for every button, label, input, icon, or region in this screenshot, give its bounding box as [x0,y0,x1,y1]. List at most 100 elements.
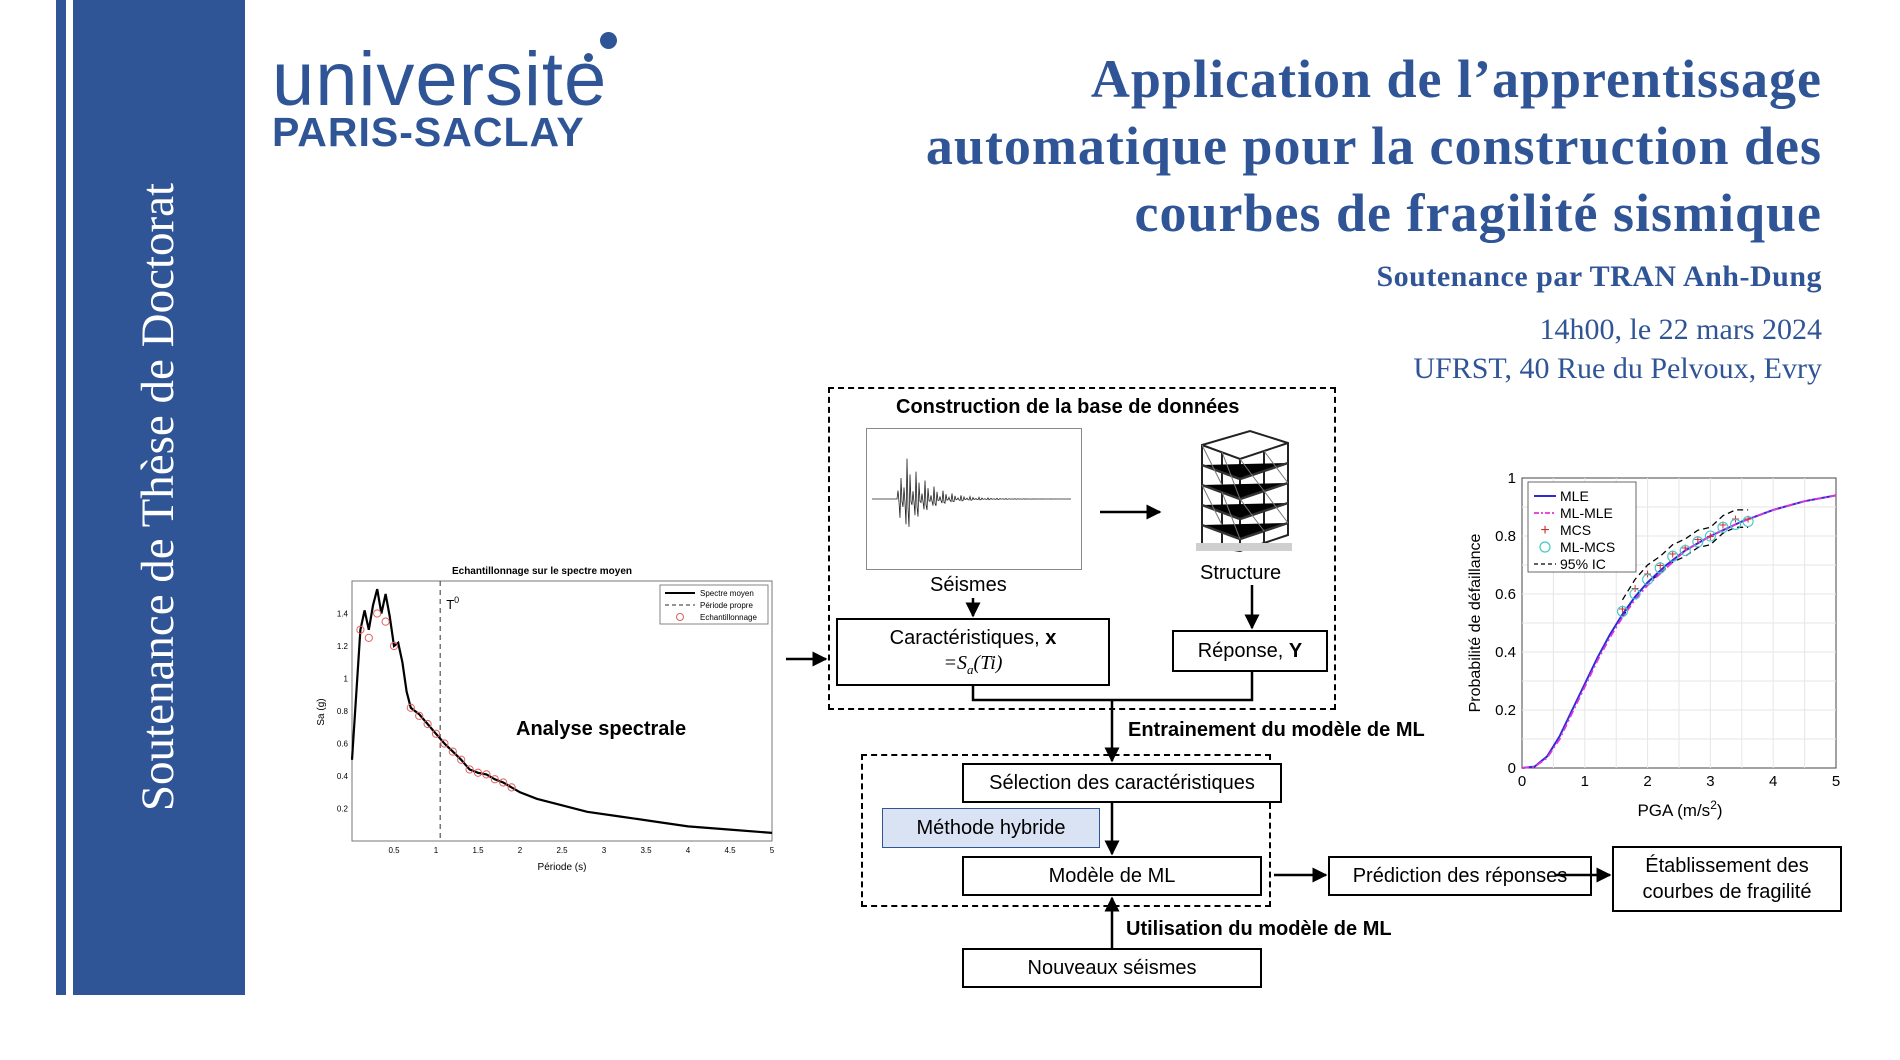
legend-mle: MLE [1560,488,1589,504]
legend-ml-mle: ML-MLE [1560,505,1613,521]
mcs-point: + [1618,601,1626,617]
fragility-y-tick: 0.6 [1495,586,1516,603]
logo-dot-small [584,53,593,62]
ml-mcs-point [1642,573,1654,586]
spectrum-y-tick: 0.4 [337,772,349,781]
sidebar-title: Soutenance de Thèse de Doctorat [132,182,184,812]
logo-paris-saclay-text: PARIS-SACLAY [272,109,585,155]
spectrum-x-tick: 4.5 [724,846,736,855]
fragility-x-tick: 0 [1518,773,1526,790]
fragility-box: Établissement des courbes de fragilité [1612,846,1842,912]
logo-dot-large [600,32,617,49]
sample-point [457,755,466,764]
structure-icon [1196,429,1292,553]
sample-point [482,770,491,779]
sample-point [465,765,474,774]
place-line: UFRST, 40 Rue du Pelvoux, Evry [1413,352,1822,385]
ml-mcs-point [1717,521,1729,533]
svg-text:+: + [1540,522,1549,539]
mcs-point: + [1731,511,1739,527]
spectrum-legend: Spectre moyen Période propre Echantillon… [659,584,769,625]
mcs-point: + [1669,545,1677,561]
mcs-point: + [1656,557,1664,573]
hybrid-method-box: Méthode hybride [882,808,1100,848]
training-label: Entrainement du modèle de ML [1128,719,1425,741]
mcs-point: + [1681,540,1689,556]
fragility-x-tick: 3 [1706,773,1714,790]
fragility-y-tick: 0.8 [1495,528,1516,545]
fragility-y-tick: 0.4 [1495,644,1516,661]
database-title: Construction de la base de données [896,396,1240,418]
ml-mcs-point [1667,550,1679,562]
ml-mcs-point [1729,518,1742,530]
mcs-point: + [1694,531,1702,547]
ml-mcs-point [1629,588,1641,600]
spectrum-x-tick: 1.5 [472,846,484,855]
fragility-x-tick: 1 [1581,773,1589,790]
spectrum-y-tick: 1.4 [337,610,349,619]
sample-point [389,641,399,651]
response-box: Réponse, Y [1172,630,1328,672]
legend-periode-propre: Période propre [700,601,753,610]
legend-ml-mcs: ML-MCS [1560,539,1615,555]
ml-mcs-point [1742,515,1754,528]
spectrum-y-axis-label: Sa (g) [316,698,327,725]
legend-95-ic: 95% IC [1560,556,1606,572]
sample-point [415,711,424,720]
sample-point [448,747,457,756]
prediction-box: Prédiction des réponses [1328,856,1592,896]
fragility-x-axis-label: PGA (m/s2) [1637,798,1722,820]
spectrum-y-tick: 0.2 [337,805,349,814]
mcs-point: + [1744,511,1752,527]
spectrum-x-tick: 1 [434,846,439,855]
sample-point [440,739,449,748]
sample-point [373,609,382,618]
new-earthquakes-box: Nouveaux séismes [962,948,1262,988]
spectral-analysis-label: Analyse spectrale [516,718,687,740]
ml-group [861,754,1271,907]
sample-point [507,783,516,792]
sample-point [431,729,441,738]
title-line-3: courbes de fragilité sismique [1134,183,1822,243]
legend-echantillonnage: Echantillonnage [700,613,757,622]
title-line-1: Application de l’apprentissage [1090,49,1822,109]
ml-mcs-point [1616,605,1629,617]
ml-mle-series [1521,494,1837,769]
fragility-y-tick: 1 [1508,470,1516,487]
usage-label: Utilisation du modèle de ML [1126,918,1392,940]
ml-model-box: Modèle de ML [962,856,1262,896]
ml-mcs-point [1654,562,1666,574]
period-annotation: T0 [446,595,459,612]
sample-point [499,778,508,787]
sidebar-band [73,0,245,995]
ml-mcs-point [1692,536,1704,548]
spectrum-y-tick: 0.8 [337,707,349,716]
sample-point [490,775,499,784]
spectrum-x-tick: 0.5 [388,846,400,855]
mcs-point: + [1631,580,1639,596]
spectrum-chart-title: Echantillonnage sur le spectre moyen [452,566,632,577]
spectrum-x-tick: 2 [518,846,523,855]
presenter-line: Soutenance par TRAN Anh-Dung [1376,260,1822,293]
fragility-legend: MLE ML-MLE + MCS ML-MCS 95% IC [1527,481,1637,573]
sample-point [356,625,365,634]
date-line: 14h00, le 22 mars 2024 [1539,313,1822,346]
spectrum-x-tick: 4 [686,846,691,855]
fragility-y-axis-label: Probabilité de défaillance [1467,534,1484,713]
mcs-point: + [1719,516,1727,532]
spectrum-y-tick: 1 [344,675,349,684]
sample-point [364,633,373,642]
spectrum-y-tick: 1.2 [337,642,349,651]
mcs-point: + [1706,528,1714,544]
features-box: Caractéristiques, x =Sa(Ti) [836,618,1110,686]
legend-mcs: MCS [1560,522,1591,538]
fragility-x-tick: 4 [1769,773,1777,790]
fragility-x-tick: 5 [1832,773,1840,790]
ml-mcs-point [1679,544,1691,557]
spectrum-x-tick: 3 [602,846,607,855]
feature-selection-box: Sélection des caractéristiques [962,763,1282,803]
spectrum-x-tick: 3.5 [640,846,652,855]
ml-mcs-point [1704,530,1716,542]
mcs-point: + [1644,566,1652,582]
